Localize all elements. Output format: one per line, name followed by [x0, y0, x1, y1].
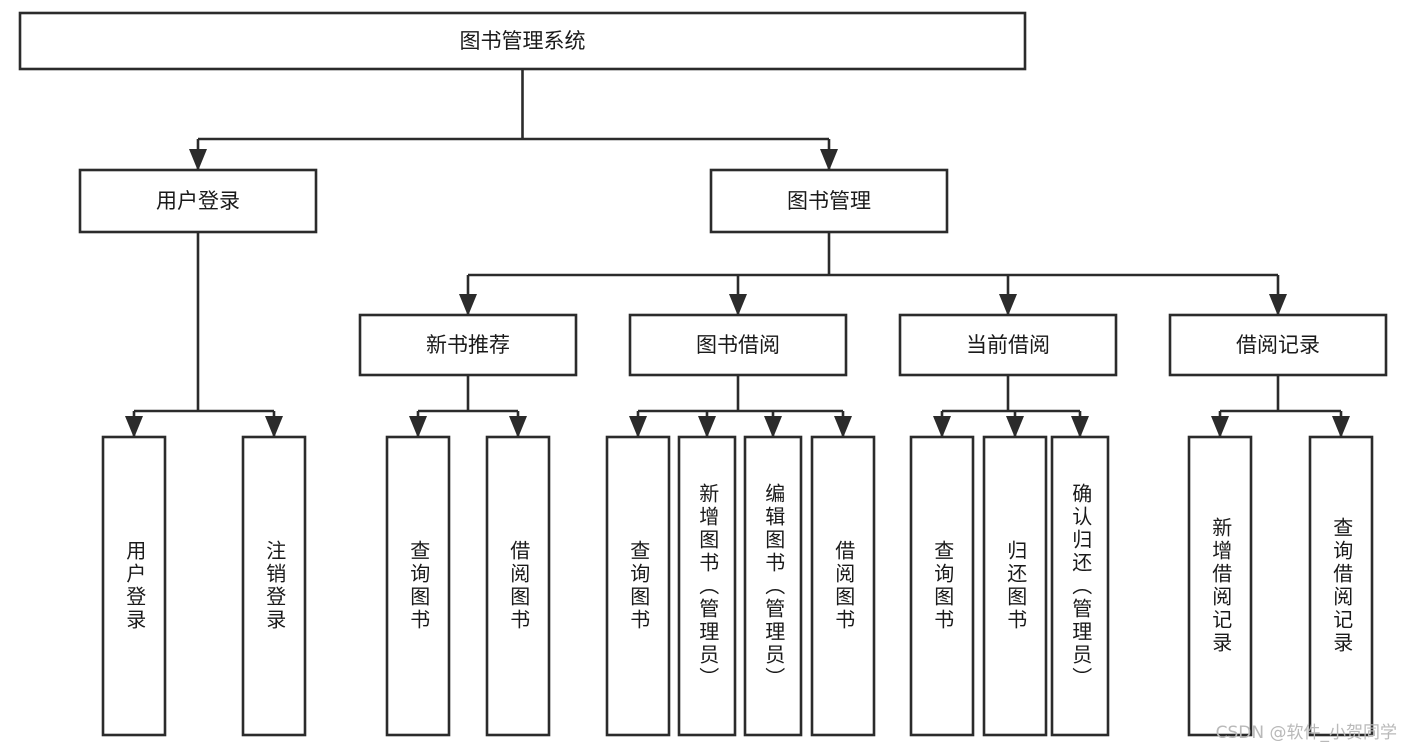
node-box-current-borrow[interactable] [898, 313, 1118, 377]
node-box-user-login[interactable] [78, 168, 318, 234]
node-box-leaf-return-book[interactable] [982, 435, 1048, 737]
node-box-leaf-add-book[interactable] [677, 435, 737, 737]
node-box-book-management[interactable] [709, 168, 949, 234]
node-box-root[interactable] [18, 11, 1027, 71]
node-box-leaf-query-book-2[interactable] [605, 435, 671, 737]
node-box-leaf-borrow-book-1[interactable] [485, 435, 551, 737]
node-box-leaf-user-login[interactable] [101, 435, 167, 737]
node-label: 新书推荐 [426, 333, 510, 357]
arrow-head-icon [834, 416, 852, 438]
node-boxes [18, 11, 1388, 737]
arrow-head-icon [125, 416, 143, 438]
arrow-head-icon [629, 416, 647, 438]
node-label: 用户登录 [156, 189, 240, 213]
node-box-book-borrow[interactable] [628, 313, 848, 377]
arrow-head-icon [409, 416, 427, 438]
arrow-head-icon [999, 294, 1017, 316]
csdn-watermark: CSDN @软件_小贺同学 [1215, 723, 1397, 743]
arrow-head-icon [764, 416, 782, 438]
arrow-head-icon [189, 149, 207, 171]
node-box-leaf-edit-book[interactable] [743, 435, 803, 737]
arrow-head-icon [1332, 416, 1350, 438]
arrow-head-icon [1071, 416, 1089, 438]
node-box-leaf-confirm-return[interactable] [1050, 435, 1110, 737]
arrow-head-icon [509, 416, 527, 438]
arrow-head-icon [933, 416, 951, 438]
arrow-head-icon [1269, 294, 1287, 316]
node-box-leaf-query-book-3[interactable] [909, 435, 975, 737]
node-box-leaf-query-book-1[interactable] [385, 435, 451, 737]
node-label: 图书管理 [787, 189, 871, 213]
node-box-new-book-recommend[interactable] [358, 313, 578, 377]
node-label: 图书借阅 [696, 333, 780, 357]
node-box-borrow-record[interactable] [1168, 313, 1388, 377]
node-box-leaf-query-record[interactable] [1308, 435, 1374, 737]
arrow-head-icon [1211, 416, 1229, 438]
arrow-head-icon [1006, 416, 1024, 438]
arrow-head-icon [459, 294, 477, 316]
node-label: 当前借阅 [966, 333, 1050, 357]
arrow-head-icon [265, 416, 283, 438]
connector-lines [125, 69, 1350, 438]
node-label: 图书管理系统 [460, 29, 586, 53]
arrow-head-icon [729, 294, 747, 316]
node-box-leaf-logout[interactable] [241, 435, 307, 737]
node-box-leaf-add-record[interactable] [1187, 435, 1253, 737]
arrow-head-icon [698, 416, 716, 438]
arrow-head-icon [820, 149, 838, 171]
node-label: 借阅记录 [1236, 333, 1320, 357]
node-box-leaf-borrow-book-2[interactable] [810, 435, 876, 737]
